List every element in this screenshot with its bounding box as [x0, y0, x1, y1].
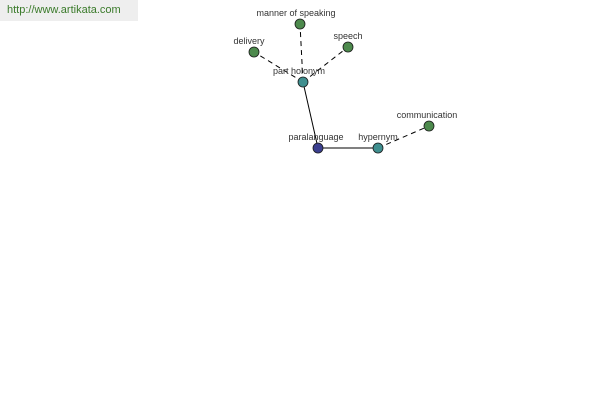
site-url-link[interactable]: http://www.artikata.com	[7, 4, 121, 16]
graph-nodes: manner of speaking delivery speech part …	[233, 8, 458, 154]
node-paralanguage[interactable]: paralanguage	[288, 132, 344, 154]
node-manner-of-speaking-label[interactable]: manner of speaking	[256, 8, 335, 18]
graph-edges	[253, 23, 430, 149]
node-hypernym-dot[interactable]	[372, 142, 384, 154]
url-bar: http://www.artikata.com	[0, 0, 138, 21]
node-speech[interactable]: speech	[333, 31, 363, 53]
node-communication[interactable]: communication	[397, 110, 458, 132]
node-paralanguage-label[interactable]: paralanguage	[288, 132, 343, 142]
edge-part-holonym-speech	[302, 46, 349, 83]
node-delivery-dot[interactable]	[248, 46, 260, 58]
node-communication-dot[interactable]	[423, 120, 435, 132]
node-hypernym-label[interactable]: hypernym	[358, 132, 398, 142]
node-part-holonym-label[interactable]: part holonym	[273, 66, 325, 76]
node-delivery-label[interactable]: delivery	[233, 36, 265, 46]
node-paralanguage-dot[interactable]	[312, 142, 324, 154]
edge-part-holonym-delivery	[253, 51, 304, 83]
node-communication-label[interactable]: communication	[397, 110, 458, 120]
node-speech-dot[interactable]	[342, 41, 354, 53]
node-part-holonym-dot[interactable]	[297, 76, 309, 88]
node-hypernym[interactable]: hypernym	[358, 132, 398, 154]
node-delivery[interactable]: delivery	[233, 36, 265, 58]
node-speech-label[interactable]: speech	[333, 31, 362, 41]
edge-hypernym-communication	[377, 125, 430, 149]
edge-paralanguage-part-holonym	[302, 81, 319, 149]
edge-part-holonym-manner-of-speaking	[299, 23, 304, 83]
node-part-holonym[interactable]: part holonym	[273, 66, 325, 88]
node-manner-of-speaking[interactable]: manner of speaking	[256, 8, 336, 30]
node-manner-of-speaking-dot[interactable]	[294, 18, 306, 30]
